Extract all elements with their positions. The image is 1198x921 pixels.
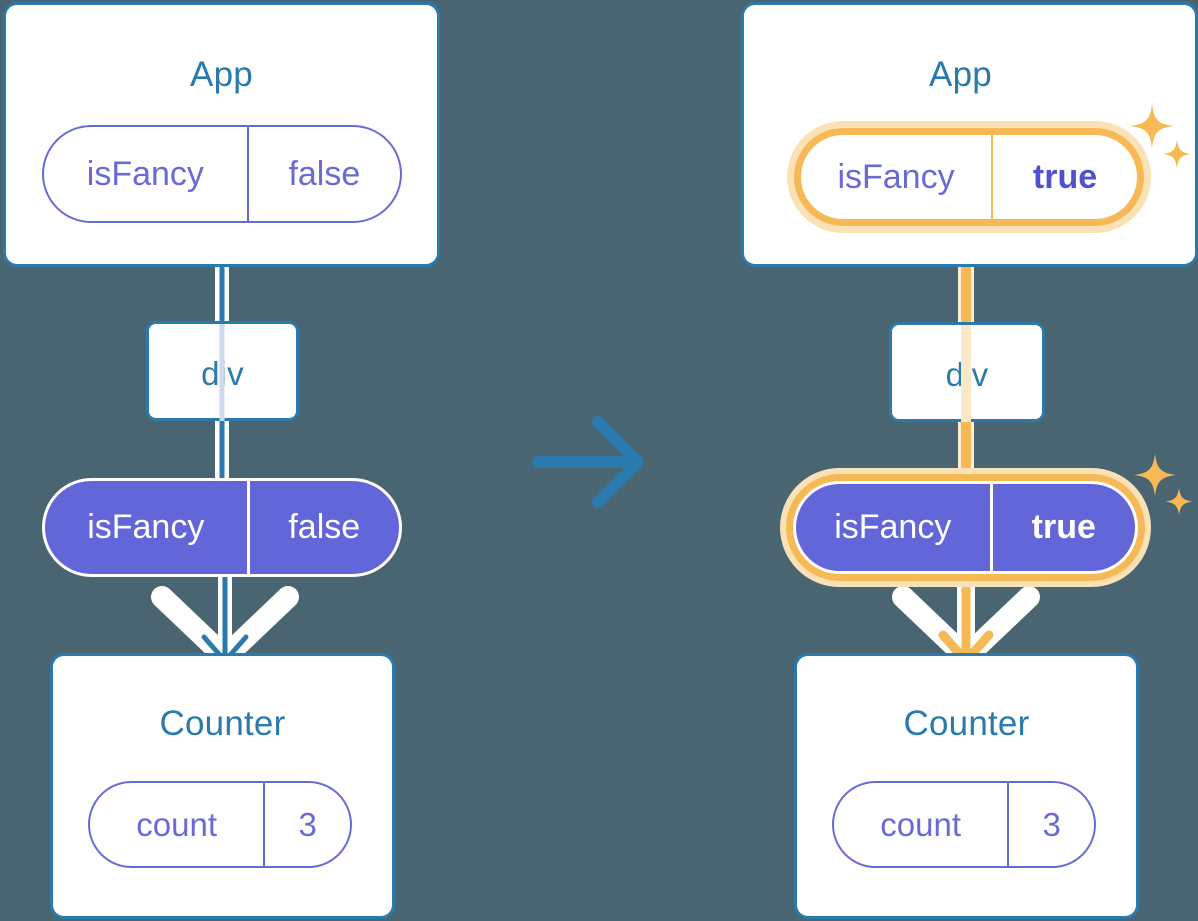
state-pill-value: true	[991, 135, 1137, 219]
component-title-app: App	[929, 55, 992, 94]
sparkle-star-small	[1165, 488, 1193, 515]
state-pill-count-before: count 3	[88, 781, 352, 868]
state-pill-key: count	[136, 805, 218, 843]
prop-pill-isfancy-after: isFancy true	[793, 481, 1138, 574]
connector-inside-div-before	[216, 324, 228, 421]
sparkle-star-large	[1134, 454, 1176, 496]
prop-pill-value: false	[246, 481, 399, 574]
connector-core	[961, 419, 971, 485]
state-pill-value: 3	[263, 783, 350, 866]
component-title-counter: Counter	[903, 704, 1030, 743]
connector-core	[219, 418, 225, 482]
state-pill-value: 3	[1007, 783, 1094, 866]
state-pill-isfancy-before: isFancy false	[42, 125, 402, 223]
component-title-counter: Counter	[159, 704, 286, 743]
sparkle-star-large	[1130, 104, 1174, 148]
state-pill-count-after: count 3	[832, 781, 1096, 868]
sparkle-app-state	[1126, 100, 1196, 175]
state-pill-value: false	[246, 127, 400, 221]
connector-div-to-prop-before	[215, 418, 229, 482]
arrow-right-icon	[532, 416, 644, 508]
connector-core	[219, 262, 225, 324]
state-pill-key: isFancy	[86, 154, 204, 193]
transition-arrow	[530, 412, 650, 517]
state-pill-key: isFancy	[837, 157, 955, 196]
prop-pill-key: isFancy	[87, 508, 205, 546]
connector-core	[961, 325, 971, 422]
connector-core	[219, 324, 225, 421]
connector-app-to-div-before	[215, 262, 229, 324]
prop-pill-value: true	[989, 484, 1135, 571]
connector-div-to-prop-after	[958, 419, 974, 485]
connector-inside-div-after	[959, 325, 973, 422]
prop-pill-isfancy-before: isFancy false	[42, 478, 402, 577]
state-pill-isfancy-after: isFancy true	[794, 128, 1144, 226]
state-pill-key: count	[880, 805, 962, 843]
component-title-app: App	[190, 55, 253, 94]
sparkle-star-small	[1163, 140, 1191, 168]
connector-core	[961, 245, 971, 325]
prop-pill-key: isFancy	[834, 508, 952, 546]
sparkle-prop	[1131, 450, 1198, 522]
